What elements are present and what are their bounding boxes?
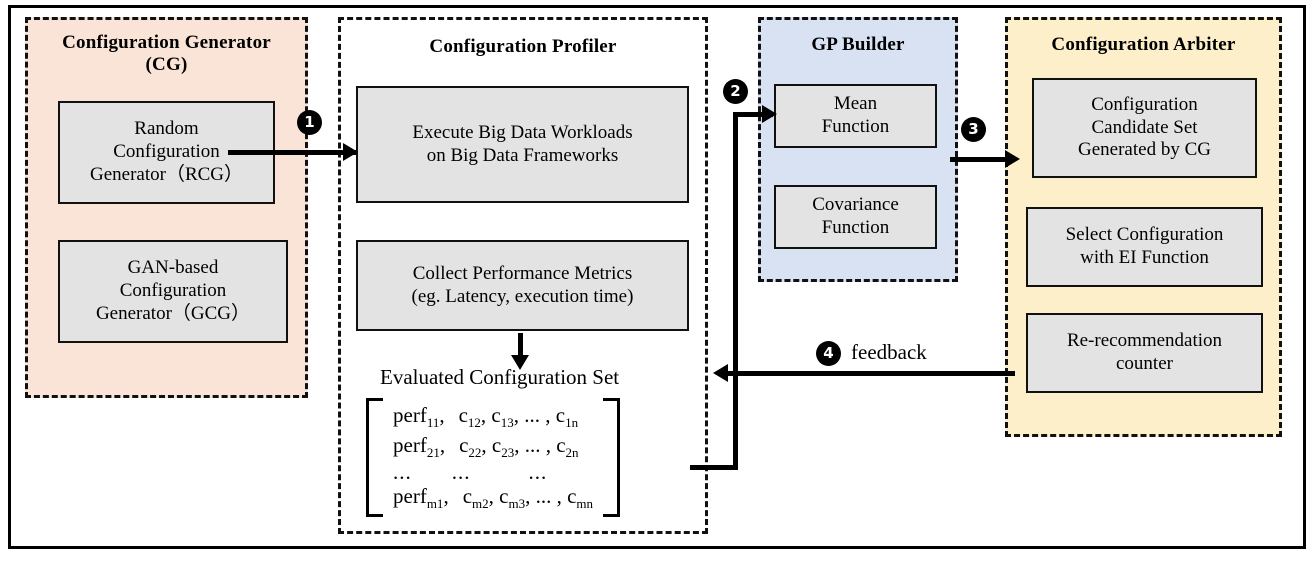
box-covariance-line2: Function <box>821 217 890 238</box>
box-covariance-line1: Covariance <box>812 194 899 216</box>
matrix-right-bracket <box>603 398 621 518</box>
box-recount-line2: counter <box>1116 353 1173 374</box>
box-covariance-function[interactable]: Covariance Function <box>774 185 937 249</box>
box-configuration-candidate-set[interactable]: Configuration Candidate Set Generated by… <box>1032 78 1257 178</box>
connector-4-badge: 4 <box>816 341 841 366</box>
box-candidate-line3: Generated by CG <box>1078 139 1211 161</box>
box-select-ei-line2: with EI Function <box>1080 247 1209 268</box>
connector-2-arrowhead <box>762 105 777 123</box>
connector-2-line-from-matrix <box>690 465 738 470</box>
box-gcg-line2: Configuration <box>119 280 227 302</box>
box-collect-line2: (eg. Latency, execution time) <box>411 285 634 307</box>
panel-cg-title-line1: Configuration Generator <box>62 32 271 53</box>
connector-4-line <box>728 371 1015 376</box>
matrix-row-ellipsis: ......... <box>393 460 548 485</box>
box-candidate-line1: Configuration <box>1091 93 1198 115</box>
box-gan-based-configuration-generator[interactable]: GAN-based Configuration Generator（GCG） <box>58 240 288 343</box>
connector-2-line-horizontal <box>733 112 773 117</box>
matrix-left-bracket <box>366 398 383 518</box>
box-select-ei-line1: Select Configuration <box>1065 224 1224 246</box>
box-gcg-line1: GAN-based <box>127 257 219 279</box>
box-execute-line1: Execute Big Data Workloads <box>412 121 633 143</box>
connector-2-line-vertical <box>733 112 738 470</box>
connector-collect-to-evaluated-arrowhead <box>511 355 529 370</box>
evaluated-configuration-set-label: Evaluated Configuration Set <box>380 365 620 389</box>
outer-frame <box>8 5 1306 549</box>
box-execute-big-data-workloads[interactable]: Execute Big Data Workloads on Big Data F… <box>356 86 689 203</box>
panel-cg-title-line2: (CG) <box>145 54 188 75</box>
connector-4-label: feedback <box>851 340 927 364</box>
box-mean-function[interactable]: Mean Function <box>774 84 937 148</box>
box-mean-line2: Function <box>821 116 890 137</box>
box-mean-line1: Mean <box>833 93 878 115</box>
connector-3-arrowhead <box>1005 150 1020 168</box>
box-collect-line1: Collect Performance Metrics <box>412 262 633 284</box>
evaluated-configuration-matrix: perf11,c12, c13, ... , c1n perf21,c22, c… <box>366 398 621 518</box>
connector-1-badge: 1 <box>297 110 322 135</box>
box-re-recommendation-counter[interactable]: Re-recommendation counter <box>1026 313 1263 393</box>
box-rcg-line1: Random <box>134 118 199 140</box>
matrix-row: perf11,c12, c13, ... , c1n <box>393 403 579 431</box>
connector-3-line <box>950 157 1015 162</box>
connector-2-badge: 2 <box>723 79 748 104</box>
connector-1-arrowhead <box>343 143 358 161</box>
matrix-row: perf21,c22, c23, ... , c2n <box>393 433 579 461</box>
box-gcg-line3: Generator（GCG） <box>95 302 251 324</box>
box-select-configuration-ei[interactable]: Select Configuration with EI Function <box>1026 207 1263 287</box>
connector-collect-to-evaluated-line <box>518 333 523 358</box>
connector-1-line <box>228 150 356 155</box>
matrix-rows: perf11,c12, c13, ... , c1n perf21,c22, c… <box>383 398 603 517</box>
box-collect-performance-metrics[interactable]: Collect Performance Metrics (eg. Latency… <box>356 240 689 331</box>
panel-profiler-title: Configuration Profiler <box>429 36 617 57</box>
panel-gp-title: GP Builder <box>811 34 905 55</box>
box-candidate-line2: Candidate Set <box>1091 116 1198 138</box>
box-rcg-line2: Configuration <box>113 141 220 163</box>
connector-4-arrowhead <box>713 364 728 382</box>
connector-3-badge: 3 <box>961 117 986 142</box>
box-execute-line2: on Big Data Frameworks <box>426 144 619 166</box>
box-rcg-line3: Generator（RCG） <box>89 163 244 185</box>
matrix-row: perfm1,cm2, cm3, ... , cmn <box>393 484 594 512</box>
box-recount-line1: Re-recommendation <box>1066 330 1223 352</box>
panel-arbiter-title: Configuration Arbiter <box>1051 34 1236 55</box>
